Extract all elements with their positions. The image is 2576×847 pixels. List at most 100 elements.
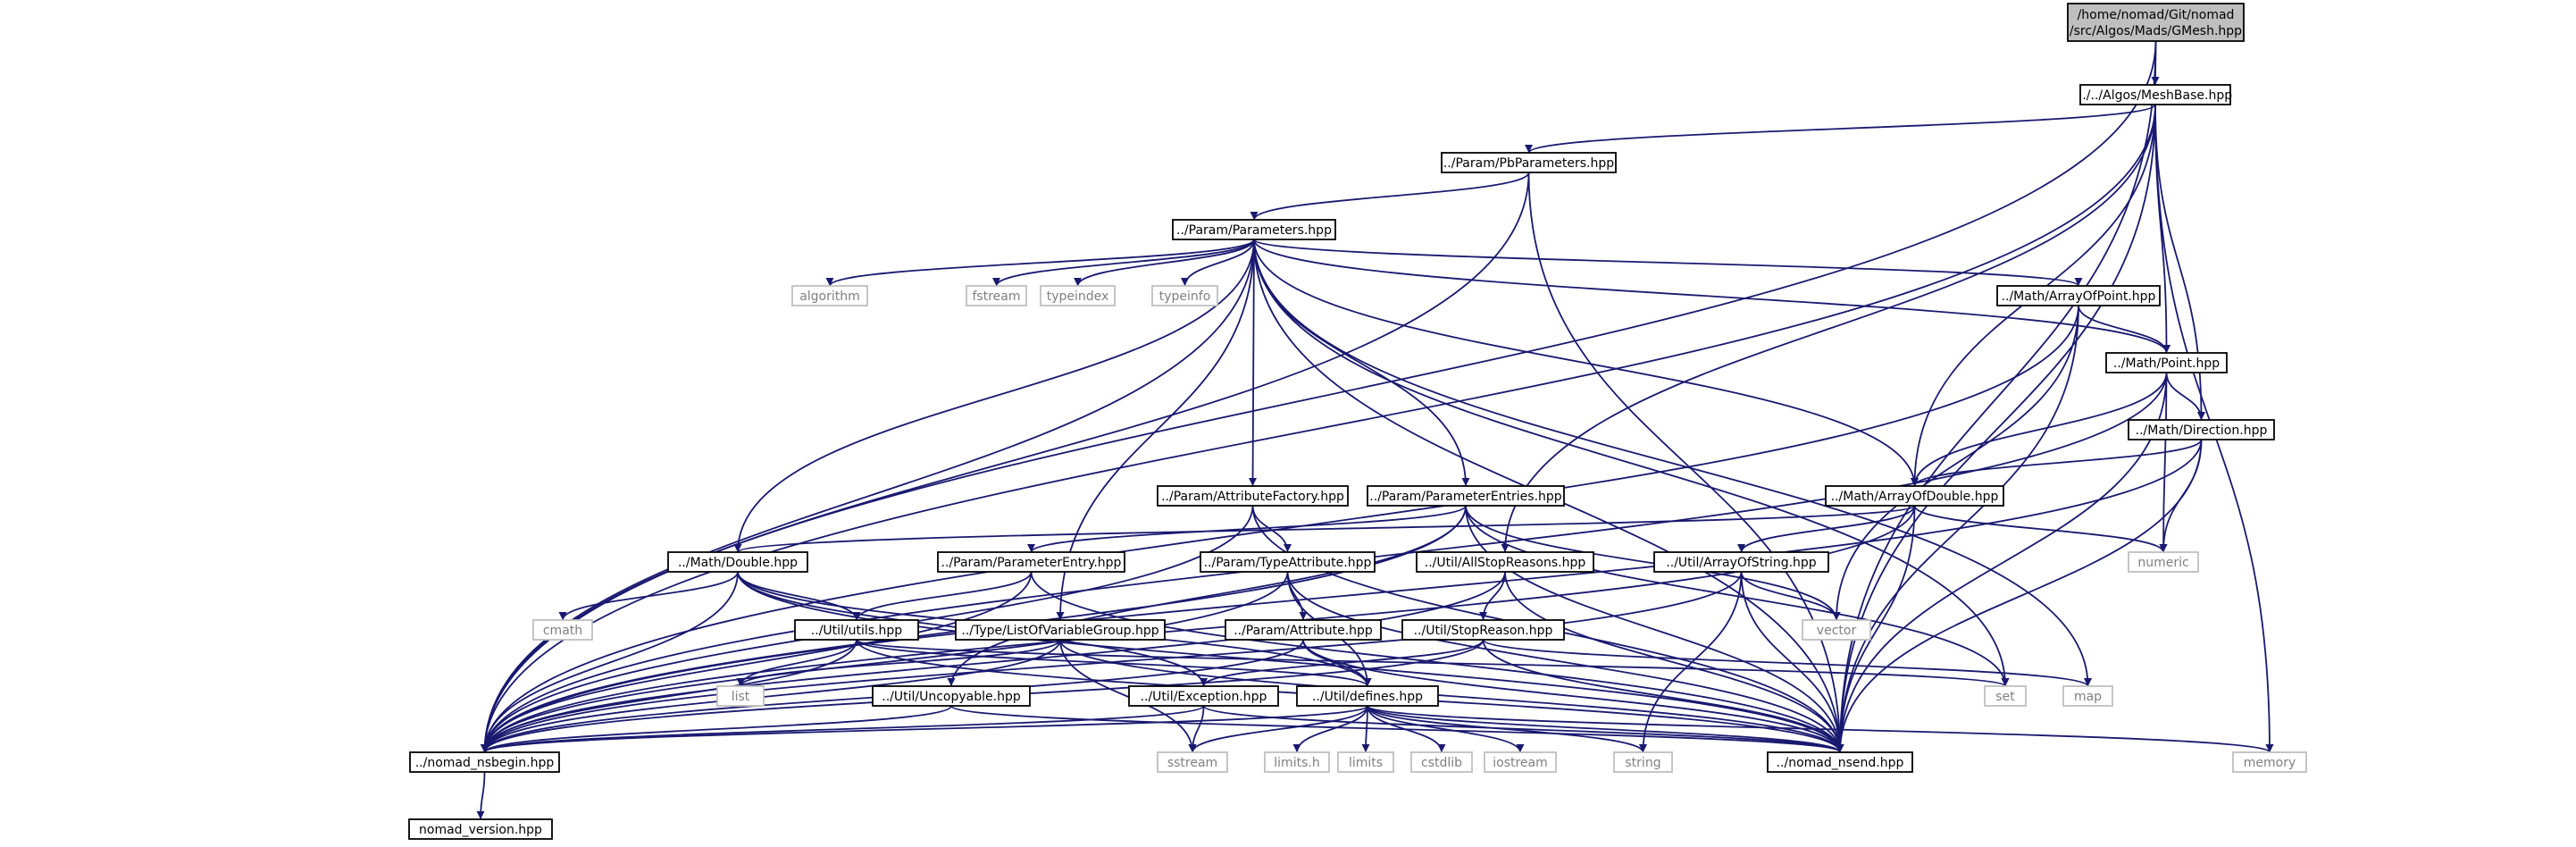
edge-direction-to-nsbegin xyxy=(481,439,2203,753)
node-double[interactable]: ../Math/Double.hpp xyxy=(667,551,808,573)
node-box-typeattr xyxy=(1200,551,1376,573)
node-box-limits xyxy=(1337,751,1394,773)
dependency-edges xyxy=(476,40,2274,820)
node-list: list xyxy=(716,685,765,707)
edge-point-to-nsend xyxy=(1836,372,2168,753)
edge-utils-to-list xyxy=(736,639,857,687)
edge-paramentry-to-nsend xyxy=(1030,571,1844,753)
edge-allstop-to-nsend xyxy=(1504,571,1844,753)
edge-point-to-arrayofdouble xyxy=(1911,372,2168,487)
node-defines[interactable]: ../Util/defines.hpp xyxy=(1296,685,1439,707)
edge-arrayofdouble-to-numeric xyxy=(1913,505,2168,553)
node-label-listofvar: ../Type/ListOfVariableGroup.hpp xyxy=(961,624,1158,638)
node-label-cmath: cmath xyxy=(543,624,582,638)
node-stopreason[interactable]: ../Util/StopReason.hpp xyxy=(1401,619,1565,641)
node-label-typeindex: typeindex xyxy=(1047,289,1109,304)
edge-params-to-set xyxy=(1253,239,2010,687)
node-cstdlib: cstdlib xyxy=(1410,751,1473,773)
edge-double-to-nsend xyxy=(737,571,1844,753)
node-box-arrayofpoint xyxy=(1996,285,2161,306)
node-box-paramentry xyxy=(937,551,1125,573)
node-label-typeinfo: typeinfo xyxy=(1159,289,1211,304)
node-point[interactable]: ../Math/Point.hpp xyxy=(2105,352,2228,373)
edge-params-to-point xyxy=(1253,239,2170,354)
edge-nsbegin-to-version xyxy=(476,771,486,820)
edge-listofvar-to-nsend xyxy=(1059,639,1844,753)
node-label-nsend: ../nomad_nsend.hpp xyxy=(1777,756,1904,770)
node-arrayofdouble[interactable]: ../Math/ArrayOfDouble.hpp xyxy=(1825,485,2004,507)
node-algorithm: algorithm xyxy=(791,285,868,306)
node-nsend[interactable]: ../nomad_nsend.hpp xyxy=(1767,751,1913,773)
node-allstop[interactable]: ../Util/AllStopReasons.hpp xyxy=(1416,551,1594,573)
edge-double-to-utils xyxy=(737,571,861,621)
node-label-vector: vector xyxy=(1817,624,1857,638)
node-uncopyable[interactable]: ../Util/Uncopyable.hpp xyxy=(872,685,1031,707)
node-direction[interactable]: ../Math/Direction.hpp xyxy=(2128,419,2275,440)
node-box-sstream xyxy=(1157,751,1228,773)
node-version[interactable]: nomad_version.hpp xyxy=(408,818,553,840)
edge-listofvar-to-nsbegin xyxy=(481,639,1061,753)
node-label-fstream: fstream xyxy=(973,289,1021,304)
edge-paramentries-to-set xyxy=(1465,505,2010,687)
node-paramentry[interactable]: ../Param/ParameterEntry.hpp xyxy=(937,551,1125,573)
node-meshbase[interactable]: ../../Algos/MeshBase.hpp xyxy=(2078,84,2232,105)
node-cmath: cmath xyxy=(532,619,593,641)
node-arrayofstring[interactable]: ../Util/ArrayOfString.hpp xyxy=(1653,551,1829,573)
edge-arrayofdouble-to-arrayofstring xyxy=(1737,505,1916,553)
node-typeattr[interactable]: ../Param/TypeAttribute.hpp xyxy=(1200,551,1376,573)
node-nsbegin[interactable]: ../nomad_nsbegin.hpp xyxy=(409,751,560,773)
node-box-paramentries xyxy=(1367,485,1565,507)
edge-utils-to-nsbegin xyxy=(481,639,857,753)
node-typeindex: typeindex xyxy=(1040,285,1116,306)
node-arrayofpoint[interactable]: ../Math/ArrayOfPoint.hpp xyxy=(1996,285,2161,306)
edge-typeattr-to-nsbegin xyxy=(481,571,1289,753)
node-label-arrayofstring: ../Util/ArrayOfString.hpp xyxy=(1666,556,1816,570)
edge-defines-to-cstdlib xyxy=(1367,705,1446,753)
node-map: map xyxy=(2062,685,2113,707)
node-label-defines: ../Util/defines.hpp xyxy=(1312,690,1423,704)
node-utils[interactable]: ../Util/utils.hpp xyxy=(794,619,919,641)
node-box-list xyxy=(716,685,765,707)
node-gmesh[interactable]: /home/nomad/Git/nomad/src/Algos/Mads/GMe… xyxy=(2067,3,2245,42)
edge-params-to-map xyxy=(1253,239,2092,687)
node-label-iostream: iostream xyxy=(1493,756,1548,770)
node-label-utils: ../Util/utils.hpp xyxy=(811,624,902,638)
node-box-numeric xyxy=(2128,551,2199,573)
node-box-params xyxy=(1172,219,1336,240)
node-params[interactable]: ../Param/Parameters.hpp xyxy=(1172,219,1336,240)
node-exception[interactable]: ../Util/Exception.hpp xyxy=(1128,685,1279,707)
node-label-list: list xyxy=(732,690,750,704)
edge-params-to-nsbegin xyxy=(481,239,1255,753)
edge-arrayofdouble-to-nsbegin xyxy=(481,505,1916,753)
node-box-point xyxy=(2105,352,2228,373)
edge-typeattr-to-nsend xyxy=(1286,571,1844,753)
node-limitsh: limits.h xyxy=(1264,751,1330,773)
node-typeinfo: typeinfo xyxy=(1151,285,1218,306)
node-listofvar[interactable]: ../Type/ListOfVariableGroup.hpp xyxy=(955,619,1166,641)
edge-defines-to-limitsh xyxy=(1292,705,1368,753)
node-box-arrayofdouble xyxy=(1825,485,2004,507)
edge-defines-to-limits xyxy=(1361,705,1370,753)
edge-direction-to-nsend xyxy=(1836,439,2203,753)
node-limits: limits xyxy=(1337,751,1394,773)
edge-pbparams-to-nsend xyxy=(1527,172,1844,753)
node-attribute[interactable]: ../Param/Attribute.hpp xyxy=(1225,619,1382,641)
node-label-allstop: ../Util/AllStopReasons.hpp xyxy=(1425,556,1586,570)
edge-exception-to-nsbegin xyxy=(481,705,1205,753)
edge-arrayofpoint-to-vector xyxy=(1832,305,2079,621)
node-paramentries[interactable]: ../Param/ParameterEntries.hpp xyxy=(1367,485,1565,507)
node-attrfactory[interactable]: ../Param/AttributeFactory.hpp xyxy=(1157,485,1349,507)
node-box-attrfactory xyxy=(1157,485,1349,507)
node-box-fstream xyxy=(966,285,1027,306)
node-box-set xyxy=(1984,685,2027,707)
node-pbparams[interactable]: ../Param/PbParameters.hpp xyxy=(1441,152,1617,173)
node-label-string: string xyxy=(1625,756,1660,770)
node-label-params: ../Param/Parameters.hpp xyxy=(1176,223,1332,238)
edge-stopreason-to-map xyxy=(1482,639,2092,687)
node-label-algorithm: algorithm xyxy=(799,289,860,304)
node-box-version xyxy=(408,818,553,840)
edge-params-to-typeindex xyxy=(1074,239,1255,287)
node-label-typeattr: ../Param/TypeAttribute.hpp xyxy=(1204,556,1372,570)
node-label-point: ../Math/Point.hpp xyxy=(2113,356,2220,371)
node-label-numeric: numeric xyxy=(2137,556,2188,570)
